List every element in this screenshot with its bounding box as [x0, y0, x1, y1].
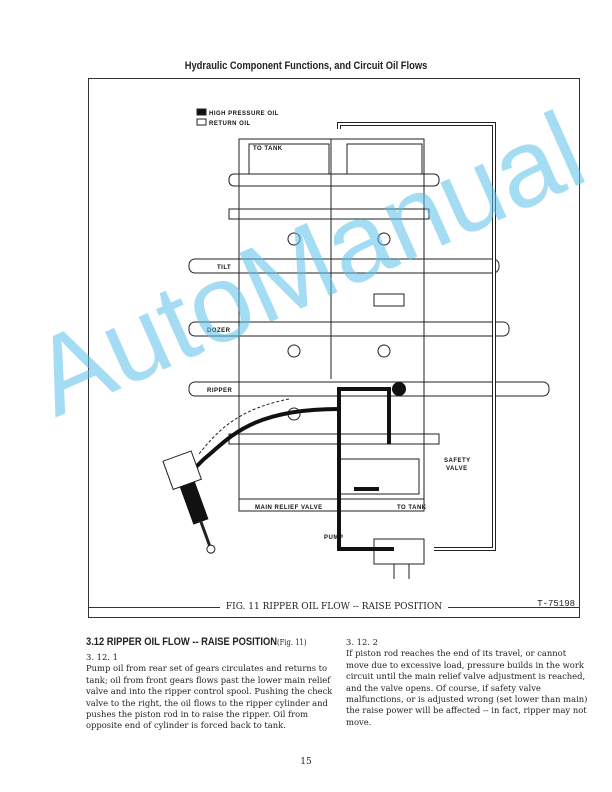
- svg-text:TO TANK: TO TANK: [397, 505, 427, 511]
- svg-text:VALVE: VALVE: [446, 466, 468, 472]
- spool-ripper: [188, 381, 550, 397]
- paragraph-3-12-1: 3. 12. 1 Pump oil from rear set of gears…: [86, 652, 346, 732]
- para-number: 3. 12. 1: [86, 652, 118, 662]
- svg-text:RETURN OIL: RETURN OIL: [209, 121, 251, 127]
- para-number: 3. 12. 2: [346, 637, 378, 647]
- figure-caption: FIG. 11 RIPPER OIL FLOW -- RAISE POSITIO…: [88, 602, 581, 612]
- high-pressure-flow: [182, 387, 394, 551]
- legend-high-swatch: [196, 108, 207, 116]
- para-text: Pump oil from rear set of gears circulat…: [86, 663, 333, 731]
- svg-text:MAIN RELIEF VALVE: MAIN RELIEF VALVE: [255, 505, 323, 511]
- section-ref: (Fig. 11): [277, 638, 307, 647]
- hydraulic-diagram: HIGH PRESSURE OIL RETURN OIL TO TANK TIL…: [162, 108, 550, 579]
- spool-top: [228, 173, 440, 187]
- section-title: 3.12 RIPPER OIL FLOW -- RAISE POSITION: [86, 636, 278, 648]
- para-text: If piston rod reaches the end of its tra…: [346, 648, 588, 727]
- svg-text:SAFETY: SAFETY: [444, 458, 471, 464]
- figure-11: HIGH PRESSURE OIL RETURN OIL TO TANK TIL…: [88, 78, 580, 618]
- svg-text:PUMP: PUMP: [324, 535, 343, 541]
- svg-text:HIGH PRESSURE OIL: HIGH PRESSURE OIL: [209, 111, 279, 117]
- svg-text:RIPPER: RIPPER: [207, 388, 233, 394]
- page-header: Hydraulic Component Functions, and Circu…: [184, 60, 428, 72]
- ripper-cylinder: [162, 450, 216, 554]
- svg-text:TO TANK: TO TANK: [253, 146, 283, 152]
- figure-number: T-75198: [537, 599, 575, 609]
- page-number: 15: [300, 757, 312, 767]
- spool-tilt: [188, 258, 500, 274]
- paragraph-3-12-2: 3. 12. 2 If piston rod reaches the end o…: [346, 637, 591, 728]
- spool-dozer: [188, 321, 510, 337]
- svg-text:TILT: TILT: [217, 265, 231, 271]
- svg-text:DOZER: DOZER: [207, 328, 231, 334]
- caption-text: FIG. 11 RIPPER OIL FLOW -- RAISE POSITIO…: [225, 602, 443, 612]
- section-heading: 3.12 RIPPER OIL FLOW -- RAISE POSITION(F…: [86, 636, 307, 648]
- legend-return-swatch: [196, 118, 207, 126]
